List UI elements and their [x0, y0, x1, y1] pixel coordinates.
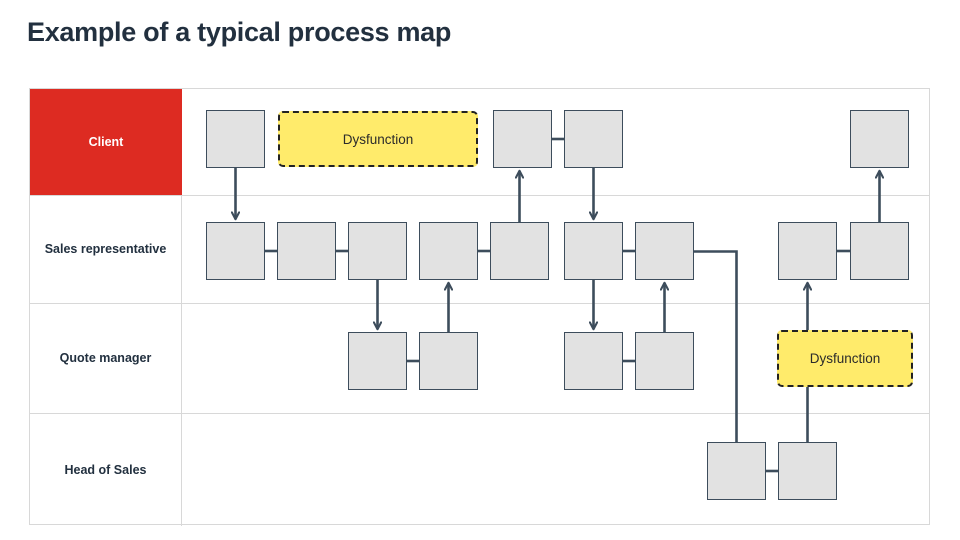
process-node[interactable] [419, 222, 478, 280]
process-node[interactable] [348, 332, 407, 390]
process-node[interactable] [564, 222, 623, 280]
swimlane-quote-manager: Quote manager [30, 304, 929, 414]
swimlane-label-sales-representative: Sales representative [30, 196, 182, 303]
dysfunction-label: Dysfunction [342, 131, 414, 147]
swimlane-client: Client [30, 89, 929, 196]
dysfunction-callout[interactable]: Dysfunction [278, 111, 478, 167]
swimlane-table: Client Sales representative Quote manage… [29, 88, 930, 526]
process-node[interactable] [850, 110, 909, 168]
swimlane-label-head-of-sales: Head of Sales [30, 414, 182, 526]
process-node[interactable] [778, 222, 837, 280]
process-node[interactable] [778, 442, 837, 500]
dysfunction-callout[interactable]: Dysfunction [777, 330, 913, 387]
process-node[interactable] [206, 110, 265, 168]
process-node[interactable] [348, 222, 407, 280]
swimlane-sales-representative: Sales representative [30, 196, 929, 304]
process-node[interactable] [564, 110, 623, 168]
process-node[interactable] [564, 332, 623, 390]
swimlane-label-quote-manager: Quote manager [30, 304, 182, 413]
process-node[interactable] [490, 222, 549, 280]
process-node[interactable] [493, 110, 552, 168]
swimlane-head-of-sales: Head of Sales [30, 414, 929, 526]
process-node[interactable] [419, 332, 478, 390]
process-node[interactable] [277, 222, 336, 280]
process-node[interactable] [707, 442, 766, 500]
process-node[interactable] [635, 332, 694, 390]
page-title: Example of a typical process map [27, 17, 452, 47]
process-node[interactable] [206, 222, 265, 280]
dysfunction-label: Dysfunction [809, 351, 881, 366]
process-node[interactable] [635, 222, 694, 280]
process-node[interactable] [850, 222, 909, 280]
swimlane-label-client: Client [30, 89, 182, 195]
